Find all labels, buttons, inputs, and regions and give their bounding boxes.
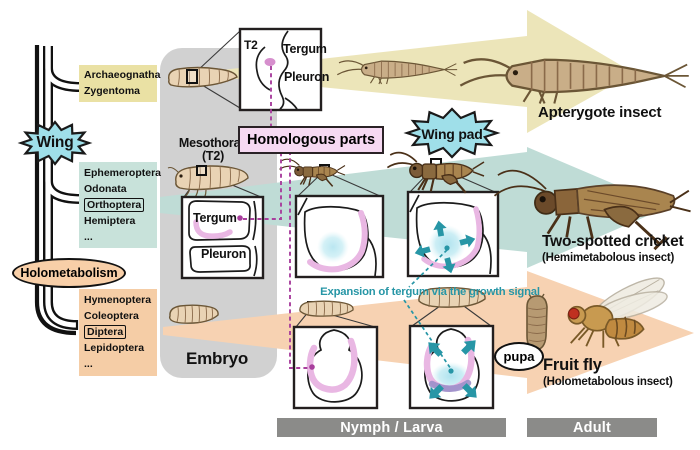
t2-pleuron-label: Pleuron — [284, 70, 330, 84]
wing-pad-burst-icon — [403, 107, 501, 159]
taxon-label: Lepidoptera — [84, 342, 145, 354]
growth-signal-dots — [444, 245, 454, 374]
t2-tergum-label: Tergum — [283, 42, 327, 56]
mesothorax-line1: Mesothorax — [178, 136, 248, 150]
taxon-label: Odonata — [84, 183, 127, 195]
taxon-label: Hymenoptera — [84, 294, 152, 306]
cricket-subtitle: (Hemimetabolous insect) — [542, 252, 675, 264]
taxa-group-holometabola: Hymenoptera Coleoptera Diptera Lepidopte… — [79, 289, 157, 376]
adult-stage-bar: Adult — [527, 418, 657, 437]
taxon-label: Coleoptera — [84, 310, 139, 322]
cricket-name: Two-spotted cricket — [542, 233, 684, 250]
fly-larva-box-2 — [408, 324, 495, 410]
cricket-nymph-box-2 — [406, 190, 500, 278]
homologous-parts-banner: Homologous parts — [238, 126, 384, 154]
homology-dots — [237, 215, 315, 370]
taxon-label: Ephemeroptera — [84, 167, 162, 179]
embryo-stage-label: Embryo — [185, 349, 249, 368]
cricket-embryo-icon — [167, 164, 249, 202]
fly-subtitle: (Holometabolous insect) — [543, 376, 673, 388]
t2-label: T2 — [244, 38, 258, 52]
taxon-label: ... — [84, 358, 93, 370]
taxon-label: ... — [84, 231, 93, 243]
embryo-section-box — [180, 195, 265, 280]
taxa-group-hemimetabola: Ephemeroptera Odonata Orthoptera Hemipte… — [79, 162, 162, 248]
wing-event-label: Wing — [36, 134, 74, 151]
cricket-adult-icon — [493, 169, 691, 251]
wing-burst-icon — [17, 120, 93, 166]
fly-larva-small-icon — [299, 300, 354, 317]
taxa-group-apterygota: Archaeognatha Zygentoma — [79, 65, 161, 102]
t2-section-box — [238, 27, 323, 112]
taxon-label-highlighted: Orthoptera — [84, 197, 157, 213]
silverfish-embryo-icon — [168, 66, 238, 88]
pupa-icon — [526, 293, 548, 351]
taxon-label: Archaeognatha — [84, 69, 161, 81]
holometabolism-event-label: Holometabolism — [12, 258, 126, 288]
cross-section-pleuron-label: Pleuron — [201, 247, 247, 261]
fly-larva-box-1 — [292, 325, 379, 410]
fly-embryo-icon — [168, 304, 219, 324]
fly-name: Fruit fly — [543, 356, 602, 374]
homology-connectors — [243, 66, 309, 369]
taxon-label-highlighted: Diptera — [84, 324, 157, 340]
expansion-note: Expansion of tergum via the growth signa… — [320, 286, 540, 298]
taxon-label: Hemiptera — [84, 215, 136, 227]
growth-signal-connectors — [403, 249, 452, 370]
taxon-label: Zygentoma — [84, 85, 141, 97]
apterygote-name: Apterygote insect — [538, 104, 662, 121]
fly-larva-large-icon — [418, 286, 486, 308]
wing-pad-label: Wing pad — [421, 126, 483, 142]
cross-section-tergum-label: Tergum — [193, 211, 237, 225]
phylogenetic-tree — [34, 45, 83, 336]
fruit-fly-icon — [567, 277, 668, 348]
nymph-larva-stage-bar: Nymph / Larva — [277, 418, 506, 437]
mesothorax-line2: (T2) — [201, 149, 225, 163]
pupa-badge: pupa — [494, 342, 544, 371]
cricket-nymph-box-1 — [294, 194, 385, 279]
mesothorax-label: Mesothorax (T2) — [178, 137, 248, 163]
